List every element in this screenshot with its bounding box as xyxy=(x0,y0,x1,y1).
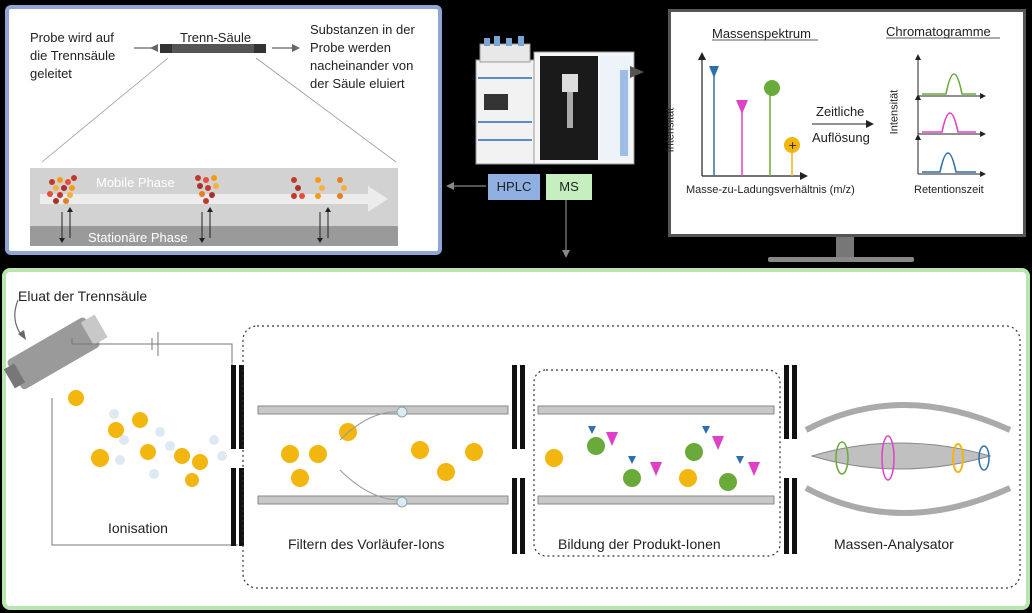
spectrum-title: Massenspektrum xyxy=(712,26,811,41)
arrow-text-line2: Auflösung xyxy=(812,130,870,145)
elution-text-line1: Substanzen in der xyxy=(310,22,415,37)
column-label: Trenn-Säule xyxy=(180,30,252,45)
monitor-screen xyxy=(668,9,1026,237)
arrow-text-line1: Zeitliche xyxy=(816,104,865,119)
chromatogram-title: Chromatogramme xyxy=(886,24,991,39)
chrom-x-label: Retentionszeit xyxy=(914,184,984,196)
eluate-label: Eluat der Trennsäule xyxy=(18,288,148,304)
probe-text-line3: geleitet xyxy=(30,66,72,81)
hplc-tag: HPLC xyxy=(488,174,540,200)
stage-products-label: Bildung der Produkt-Ionen xyxy=(558,536,721,552)
elution-text-line3: nacheinander von xyxy=(310,58,414,73)
stage-filter-label: Filtern des Vorläufer-Ions xyxy=(288,536,445,552)
spectrum-x-label: Masse-zu-Ladungsverhältnis (m/z) xyxy=(686,184,855,196)
ms-tag: MS xyxy=(546,174,592,200)
stage-ionisation-label: Ionisation xyxy=(108,520,168,536)
probe-text-line1: Probe wird auf xyxy=(30,30,114,45)
elution-text-line4: der Säule eluiert xyxy=(310,76,405,91)
stationary-phase-label: Stationäre Phase xyxy=(88,230,188,245)
stage-analyzer-label: Massen-Analysator xyxy=(834,536,954,552)
mobile-phase-label: Mobile Phase xyxy=(96,175,175,190)
probe-text-line2: die Trennsäule xyxy=(30,48,116,63)
elution-text-line2: Probe werden xyxy=(310,40,391,55)
svg-text:+: + xyxy=(788,139,797,152)
